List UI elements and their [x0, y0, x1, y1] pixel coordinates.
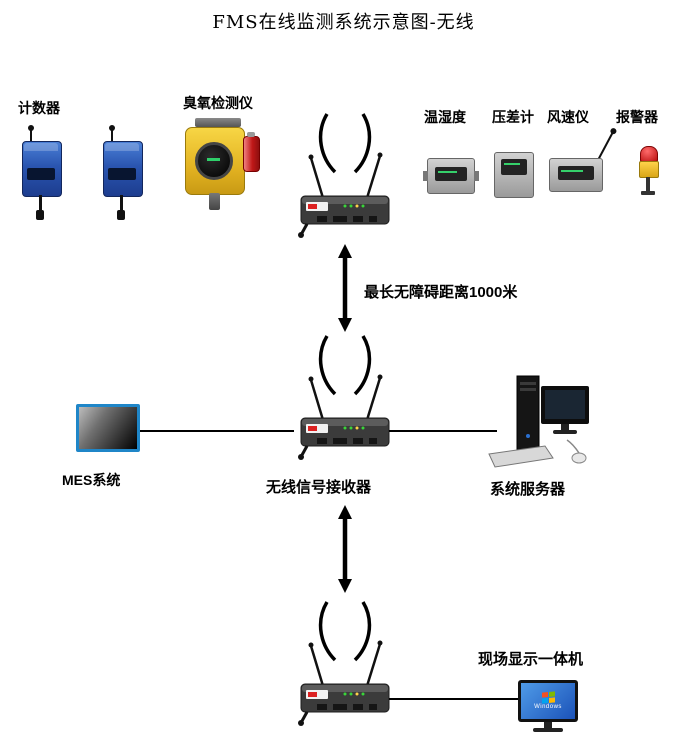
wireless-transmitter-top-icon [298, 113, 390, 238]
diagram-title: FMS在线监测系统示意图-无线 [212, 12, 475, 33]
mes-system-label: MES系统 [62, 472, 121, 488]
plug-icon [117, 210, 125, 220]
double-arrow-top [338, 244, 352, 332]
max-distance-label: 最长无障碍距离1000米 [364, 284, 518, 301]
sensor-screen [435, 167, 467, 181]
alarm-device [636, 146, 660, 198]
ozone-detector-label: 臭氧检测仪 [183, 95, 253, 111]
monitor-base [533, 728, 563, 732]
mount-bracket-icon [195, 118, 241, 127]
cable-icon [39, 195, 42, 210]
mes-system-device [76, 404, 140, 452]
wireless-receiver-label: 无线信号接收器 [266, 479, 372, 496]
counter-screen [108, 168, 136, 180]
red-cylinder-icon [243, 132, 260, 172]
counter-screen [27, 168, 55, 180]
ozone-dial-icon [195, 142, 233, 180]
windows-screen-text: Windows [534, 704, 562, 710]
counter-label: 计数器 [18, 100, 60, 116]
sensor-screen [501, 159, 527, 175]
system-server-icon [488, 375, 589, 468]
anemometer-label: 风速仪 [547, 109, 589, 125]
windows-logo-icon [541, 691, 555, 704]
connector-line-mes-receiver [140, 430, 294, 432]
onsite-display-device: Windows [518, 680, 580, 736]
antenna-icon [28, 125, 34, 142]
pressure-gauge-label: 压差计 [492, 109, 534, 125]
counter-device-2 [103, 125, 143, 220]
connector-line-transmitter-display [389, 698, 518, 700]
wireless-transmitter-bottom-icon [298, 601, 390, 726]
anemometer-device [549, 158, 603, 192]
plug-icon [36, 210, 44, 220]
double-arrow-bottom [338, 505, 352, 593]
wireless-receiver-icon [298, 335, 390, 460]
monitor-screen: Windows [521, 683, 575, 719]
connector-line-receiver-server [389, 430, 497, 432]
counter-body [103, 141, 143, 197]
cable-icon [120, 195, 123, 210]
monitor-frame: Windows [518, 680, 578, 722]
alarm-label: 报警器 [616, 109, 658, 125]
antenna-icon [109, 125, 115, 142]
temp-humidity-device [423, 158, 479, 194]
temp-humidity-label: 温湿度 [424, 109, 466, 125]
monitor-stand [544, 722, 552, 728]
ozone-detector-device [185, 118, 263, 228]
alarm-body [639, 161, 659, 178]
system-server-label: 系统服务器 [490, 481, 566, 498]
counter-body [22, 141, 62, 197]
pressure-gauge-device [494, 152, 534, 198]
cable-gland-icon [209, 193, 220, 210]
counter-device-1 [22, 125, 62, 220]
onsite-display-label: 现场显示一体机 [478, 651, 584, 668]
alarm-stem [641, 177, 655, 195]
alarm-dome-icon [640, 146, 658, 162]
sensor-screen [558, 166, 594, 180]
